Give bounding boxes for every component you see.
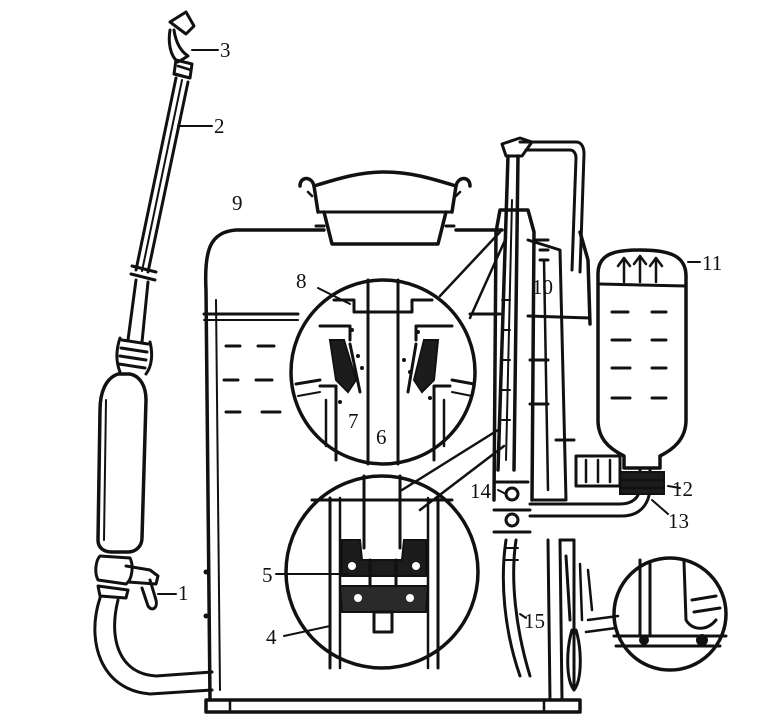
air-chamber xyxy=(574,248,688,495)
callout-5: 5 xyxy=(262,563,273,587)
lower-detail-circle xyxy=(284,428,506,670)
tank-body xyxy=(202,228,592,714)
callout-10: 10 xyxy=(532,275,553,299)
pump-barrel xyxy=(492,136,652,692)
callout-13: 13 xyxy=(668,509,689,533)
callout-15: 15 xyxy=(524,609,545,633)
callout-11: 11 xyxy=(702,251,722,275)
callout-9: 9 xyxy=(232,191,243,215)
leader-lines xyxy=(157,49,701,637)
callout-3: 3 xyxy=(220,38,231,62)
spray-lance xyxy=(93,10,214,696)
upper-detail-circle xyxy=(289,230,508,466)
callout-2: 2 xyxy=(214,114,225,138)
valve-detail-circle xyxy=(584,556,728,672)
tank-lid xyxy=(298,170,472,246)
callout-1: 1 xyxy=(178,581,189,605)
callout-7: 7 xyxy=(348,409,359,433)
callout-6: 6 xyxy=(376,425,387,449)
callout-14: 14 xyxy=(470,479,492,503)
callout-12: 12 xyxy=(672,477,693,501)
callout-labels: 1 2 3 4 5 6 7 8 9 10 11 12 13 14 15 xyxy=(178,38,722,649)
callout-4: 4 xyxy=(266,625,277,649)
callout-8: 8 xyxy=(296,269,307,293)
